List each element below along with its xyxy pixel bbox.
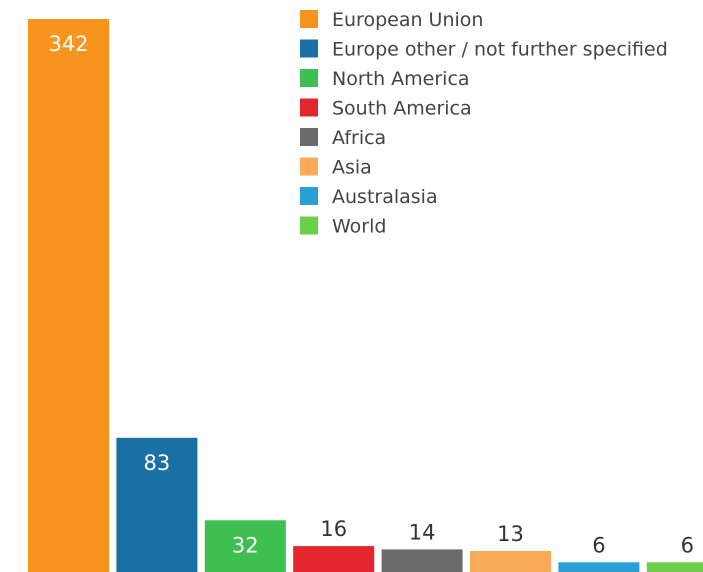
value-label-7: 6: [681, 533, 694, 557]
bar-1: [116, 437, 198, 572]
bar-6: [558, 562, 640, 572]
legend-label-4: Africa: [332, 127, 386, 149]
bar-5: [470, 551, 551, 572]
legend-swatch-2: [300, 69, 318, 87]
legend-swatch-0: [300, 10, 318, 28]
legend-swatch-6: [300, 187, 318, 205]
legend-label-6: Australasia: [332, 186, 438, 208]
value-label-6: 6: [592, 533, 605, 557]
legend-label-5: Asia: [332, 157, 372, 179]
bars-group: [28, 19, 703, 572]
legend-label-0: European Union: [332, 9, 483, 31]
value-label-4: 14: [409, 520, 436, 544]
bar-3: [293, 546, 375, 572]
value-label-2: 32: [232, 533, 259, 557]
legend-swatch-1: [300, 39, 318, 58]
bar-2: [204, 520, 286, 572]
value-label-3: 16: [320, 517, 347, 541]
legend-label-3: South America: [332, 98, 472, 120]
legend-swatch-3: [300, 98, 318, 117]
value-label-1: 83: [144, 451, 171, 475]
legend-swatch-5: [300, 157, 318, 176]
value-label-0: 342: [48, 32, 88, 56]
value-label-5: 13: [497, 522, 524, 546]
bar-0: [28, 19, 109, 572]
value-labels-group: 342 83 32 16 14 13 6 6: [48, 32, 694, 557]
bar-4: [381, 549, 463, 572]
legend-swatch-7: [300, 216, 318, 235]
legend-swatch-4: [300, 128, 318, 146]
legend-label-1: Europe other / not further specified: [332, 39, 668, 61]
legend-label-2: North America: [332, 68, 470, 90]
bar-7: [646, 562, 703, 572]
legend-label-7: World: [332, 216, 386, 238]
